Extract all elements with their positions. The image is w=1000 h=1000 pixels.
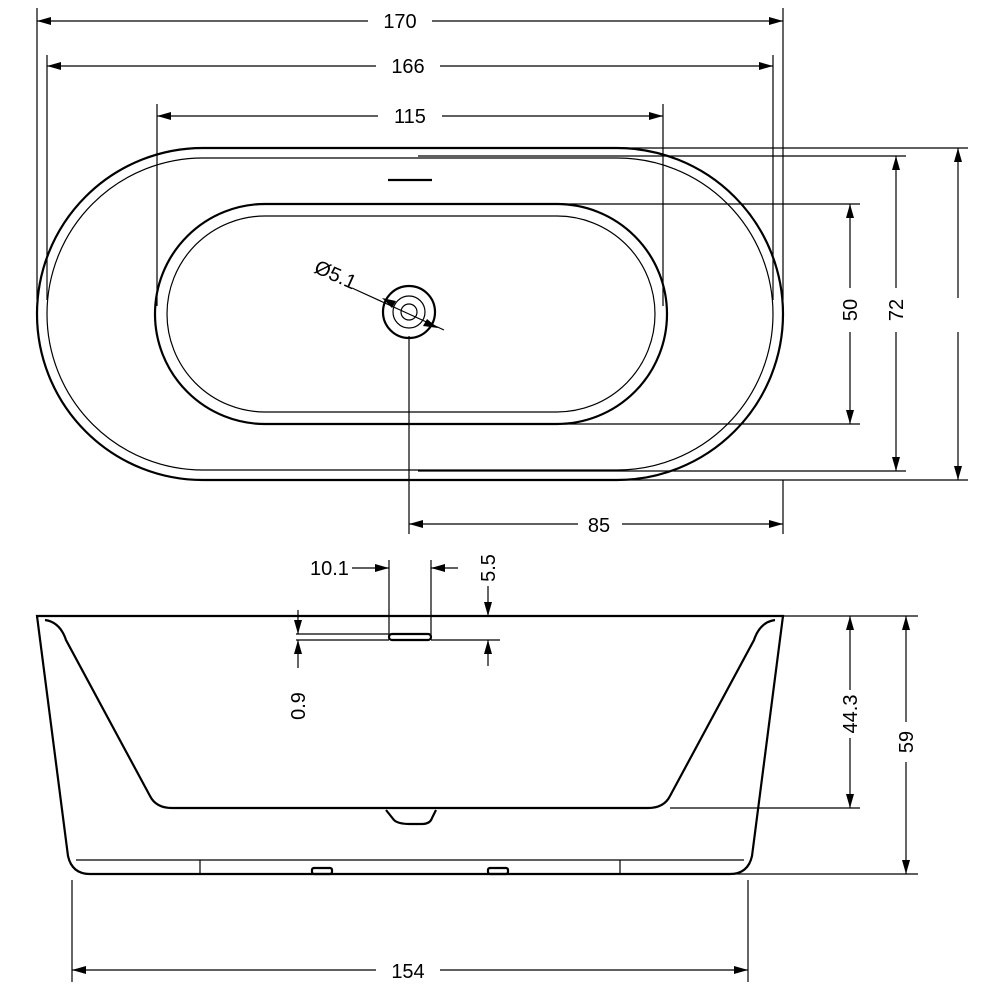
side-outer-shell	[35, 614, 785, 876]
dim-label-overflow-length: 10.1	[310, 558, 349, 580]
foot-left	[310, 866, 334, 876]
dim-label-outer-rim-length: 166	[391, 56, 424, 78]
dim-label-drain-offset: 85	[588, 515, 610, 537]
dim-label-overflow-height: 0.9	[288, 692, 310, 720]
drain-inner-ring	[392, 295, 426, 329]
drain-outer-ring	[381, 284, 437, 340]
foot-right	[486, 866, 510, 876]
dim-label-basin-depth: 44.3	[840, 695, 862, 734]
top-view	[35, 146, 785, 482]
dim-label-basin-width: 50	[840, 299, 862, 321]
dim-label-overall-height: 59	[896, 731, 918, 753]
drain-core	[400, 303, 418, 321]
top-basin-inner	[166, 215, 656, 413]
dim-label-overflow-drop: 5.5	[478, 554, 500, 582]
dim-label-overall-length: 170	[383, 11, 416, 33]
side-view-dimensions: 10.1 5.5 0.9 44.3 59 154	[71, 554, 920, 984]
side-overflow-slot	[387, 632, 433, 642]
dim-label-basin-length: 115	[394, 106, 426, 128]
dim-label-overall-width: 72	[886, 299, 908, 321]
side-inner-basin	[44, 618, 776, 810]
side-drain	[385, 809, 437, 826]
dim-label-drain-diameter: Ø5.1	[311, 256, 360, 294]
top-outer-rim	[35, 146, 785, 482]
top-basin-outer	[153, 202, 669, 426]
top-view-dimensions: 170 166 115 50 72 Ø5.1	[36, 8, 968, 538]
side-view	[35, 614, 785, 876]
top-inner-rim	[46, 157, 774, 471]
dim-label-base-length: 154	[391, 961, 424, 983]
